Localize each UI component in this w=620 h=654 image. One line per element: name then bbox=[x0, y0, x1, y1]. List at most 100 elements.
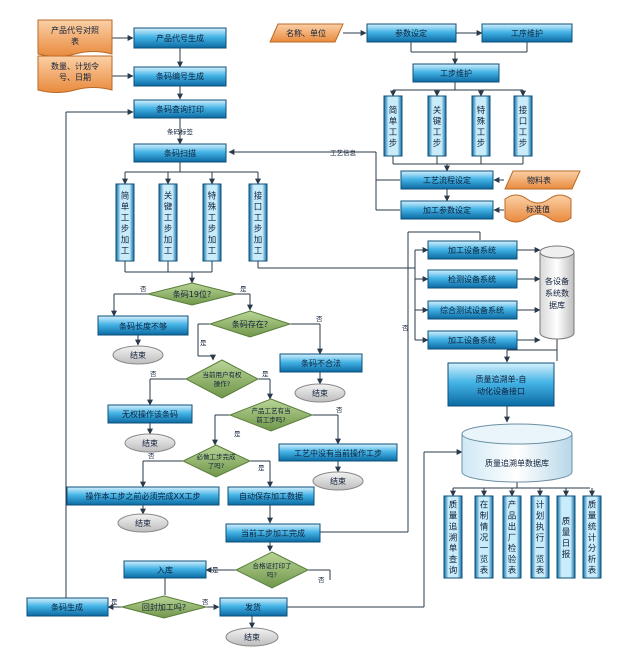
vbox-r-plan bbox=[530, 495, 550, 579]
box-auto-save bbox=[227, 486, 315, 506]
box-flow-setting bbox=[400, 170, 494, 190]
label-no-4: 否 bbox=[336, 406, 343, 414]
label-end-5: 结束 bbox=[135, 518, 151, 528]
cyl-eq-db-body bbox=[539, 252, 575, 340]
label-param-setting: 参数设定 bbox=[395, 28, 427, 38]
label-yes-1: 是 bbox=[240, 285, 247, 293]
label-no-current-step: 工艺中没有当前操作工步 bbox=[294, 448, 382, 458]
label-flow-setting: 工艺流程设定 bbox=[423, 175, 471, 185]
label-tracking-interface-2: 动化设备接口 bbox=[477, 386, 525, 396]
label-no-6: 否 bbox=[318, 576, 325, 584]
oval-end-1 bbox=[112, 345, 164, 365]
label-barcode-generate: 条码生成 bbox=[51, 602, 83, 612]
para-name-unit bbox=[269, 23, 344, 43]
label-machining-param: 加工参数设定 bbox=[423, 205, 471, 215]
label-product-code-table-1: 产品代号对照 bbox=[51, 25, 99, 35]
label-barcode-label: 条码标签 bbox=[167, 127, 194, 136]
label-yes-6: 是 bbox=[212, 566, 219, 574]
input-shapes bbox=[37, 19, 581, 223]
box-barcode-scan bbox=[133, 143, 227, 163]
label-end-6: 结束 bbox=[244, 632, 260, 642]
box-barcode-generate bbox=[26, 597, 109, 617]
oval-end-2 bbox=[294, 383, 346, 403]
label-product-code-table-2: 表 bbox=[71, 36, 79, 46]
label-q-qualified-1: 合格证打印了 bbox=[253, 561, 292, 570]
vbox-proc-special bbox=[202, 183, 222, 262]
label-current-step-done: 当前工步加工完成 bbox=[241, 528, 305, 538]
end-ovals bbox=[112, 345, 364, 647]
label-q-step-done-1: 必做工步完成 bbox=[197, 452, 237, 461]
label-tracking-interface-1: 质量追溯单-自 bbox=[476, 374, 527, 384]
box-barcode-no-gen bbox=[133, 66, 227, 87]
vlabel-r-daily: 质量日报 bbox=[562, 516, 571, 560]
label-q-user-permission-1: 当前用户有权 bbox=[203, 370, 243, 379]
label-no-permission: 无权操作该条码 bbox=[122, 409, 178, 419]
label-q-barcode-19: 条码19位? bbox=[173, 289, 211, 299]
diamond-product-has-step bbox=[228, 398, 314, 432]
oval-end-4 bbox=[312, 471, 364, 491]
vlabel-r-outgoing: 产品出厂检验表 bbox=[508, 500, 517, 576]
box-warehouse-in bbox=[123, 560, 207, 579]
label-q-sealed: 回封加工吗? bbox=[142, 602, 186, 612]
label-yes-7: 是 bbox=[111, 598, 118, 606]
vlabel-step-special: 特殊工步 bbox=[477, 105, 486, 149]
label-yes-5: 是 bbox=[258, 464, 265, 472]
label-eq-testing: 检测设备系统 bbox=[448, 274, 496, 284]
vbox-step-key bbox=[427, 95, 447, 157]
box-must-finish-first bbox=[66, 486, 220, 506]
vbox-step-interface bbox=[513, 95, 533, 157]
process-boxes bbox=[26, 23, 573, 617]
cyl-tracking-db-body bbox=[461, 434, 573, 483]
label-eq-machining: 加工设备系统 bbox=[448, 245, 496, 255]
vbox-r-stats bbox=[582, 495, 602, 579]
label-end-1: 结束 bbox=[130, 350, 146, 360]
label-qty-plan-1: 数量、计划令 bbox=[51, 61, 99, 71]
box-eq-comprehensive bbox=[427, 300, 518, 320]
diamond-barcode-19 bbox=[147, 282, 237, 306]
vlabel-r-tracking-query: 质量追溯单查询 bbox=[449, 500, 458, 576]
decisions bbox=[120, 282, 314, 619]
label-product-code-gen: 产品代号生成 bbox=[156, 33, 204, 43]
label-yes-2: 是 bbox=[200, 339, 207, 347]
vbox-proc-interface bbox=[248, 183, 268, 262]
databases bbox=[461, 245, 575, 483]
box-eq-machining bbox=[427, 240, 518, 260]
label-standard-value: 标准值 bbox=[526, 204, 550, 214]
vbox-r-daily bbox=[556, 495, 576, 579]
box-param-setting bbox=[366, 23, 457, 43]
vlabel-step-key: 关键工步 bbox=[433, 105, 442, 149]
vlabel-r-wip: 在制情况一览表 bbox=[480, 500, 489, 576]
label-process-maint: 工序维护 bbox=[511, 28, 543, 38]
label-name-unit: 名称、单位 bbox=[286, 28, 326, 38]
connectors bbox=[65, 30, 595, 629]
doc-qty-plan-date bbox=[37, 55, 113, 93]
vbox-r-wip bbox=[474, 495, 494, 579]
diamond-sealed bbox=[120, 595, 208, 619]
label-end-4: 结束 bbox=[330, 476, 346, 486]
vlabel-proc-key: 关键工步加工 bbox=[164, 190, 173, 256]
cyl-eq-db-top bbox=[539, 245, 575, 259]
labels: 产品代号对照 表 数量、计划令 号、日期 产品代号生成 条码编号生成 条码查询打… bbox=[51, 25, 569, 642]
box-eq-testing bbox=[427, 269, 518, 289]
label-warehouse-in: 入库 bbox=[157, 565, 173, 575]
label-step-maint: 工步维护 bbox=[440, 68, 472, 78]
label-eq-db-3: 据库 bbox=[549, 300, 565, 310]
vbox-step-simple bbox=[383, 95, 403, 157]
vlabel-step-simple: 简单工步 bbox=[389, 105, 398, 149]
label-yes-4: 是 bbox=[234, 430, 241, 438]
label-end-2: 结束 bbox=[312, 388, 328, 398]
label-q-qualified-2: 吗? bbox=[267, 571, 277, 579]
diamond-barcode-exists bbox=[208, 310, 292, 338]
label-no-2: 否 bbox=[316, 315, 323, 323]
box-barcode-query bbox=[133, 99, 227, 119]
label-barcode-invalid: 条码不合法 bbox=[301, 358, 341, 368]
label-ship: 发货 bbox=[245, 602, 261, 612]
label-tracking-db: 质量追溯单数据库 bbox=[485, 458, 549, 468]
vbox-step-special bbox=[471, 95, 491, 157]
box-barcode-invalid bbox=[279, 353, 363, 373]
vlabel-proc-special: 特殊工步加工 bbox=[208, 190, 217, 256]
label-eq-machining2: 加工设备系统 bbox=[448, 335, 496, 345]
vbox-proc-key bbox=[158, 183, 178, 262]
